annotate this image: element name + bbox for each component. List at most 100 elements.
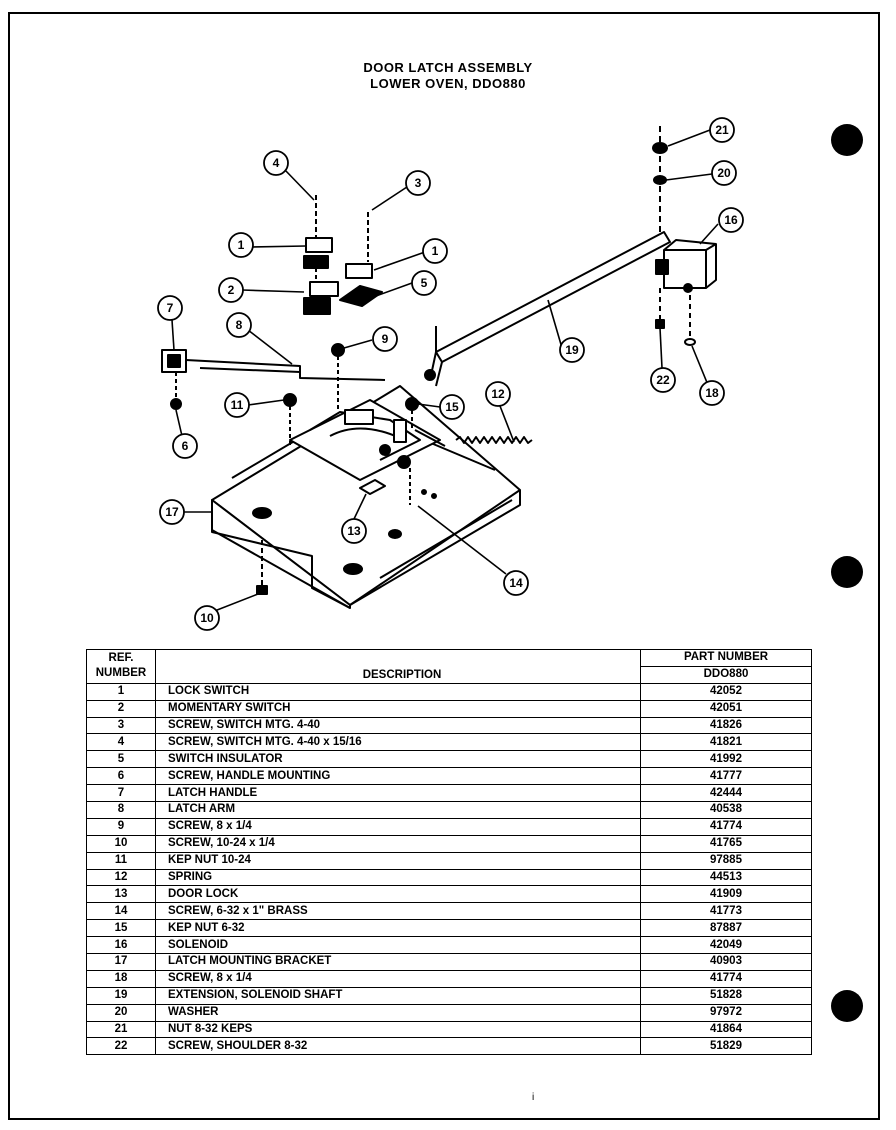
ref-cell: 12 (86, 868, 156, 887)
ref-cell: 10 (86, 834, 156, 853)
ref-header-line1: REF. (108, 652, 134, 665)
description-cell: SCREW, SWITCH MTG. 4-40 x 15/16 (155, 733, 641, 752)
description-cell: WASHER (155, 1003, 641, 1022)
part-number-cell: 87887 (640, 919, 812, 938)
description-cell: NUT 8-32 KEPS (155, 1020, 641, 1039)
ref-cell: 14 (86, 902, 156, 921)
part-number-cell: 97972 (640, 1003, 812, 1022)
ref-cell: 8 (86, 801, 156, 819)
callout-label: 13 (347, 524, 361, 538)
part-number-cell: 41777 (640, 767, 812, 786)
diagram-subtitle: LOWER OVEN, DDO880 (370, 76, 526, 91)
description-header: DESCRIPTION (155, 649, 641, 684)
description-cell: LATCH MOUNTING BRACKET (155, 953, 641, 971)
part-number-cell: 42052 (640, 682, 812, 701)
description-cell: KEP NUT 10-24 (155, 851, 641, 870)
part-number-cell: 44513 (640, 868, 812, 887)
description-cell: SCREW, HANDLE MOUNTING (155, 767, 641, 786)
part-number-cell: 40903 (640, 953, 812, 971)
callout-label: 10 (200, 611, 214, 625)
ref-cell: 4 (86, 733, 156, 752)
solenoid-shaft-extension (424, 231, 671, 387)
description-cell: DOOR LOCK (155, 885, 641, 904)
part-number-cell: 51828 (640, 986, 812, 1005)
callout-label: 22 (656, 373, 670, 387)
callout-bubbles (157, 117, 744, 631)
callout-label: 11 (231, 398, 244, 412)
description-cell: SCREW, 10-24 x 1/4 (155, 834, 641, 853)
callout-label: 19 (565, 343, 579, 357)
description-cell: EXTENSION, SOLENOID SHAFT (155, 986, 641, 1005)
part-number-cell: 41773 (640, 902, 812, 921)
part-number-cell: 42051 (640, 699, 812, 718)
ref-cell: 5 (86, 750, 156, 769)
ref-cell: 3 (86, 716, 156, 735)
ref-cell: 15 (86, 919, 156, 938)
ref-cell: 18 (86, 969, 156, 988)
description-cell: SCREW, 8 x 1/4 (155, 969, 641, 988)
ref-cell: 2 (86, 699, 156, 718)
description-cell: SCREW, SHOULDER 8-32 (155, 1037, 641, 1056)
callout-label: 3 (415, 176, 422, 190)
callout-label: 9 (382, 332, 389, 346)
part-number-cell: 42049 (640, 936, 812, 955)
callout-label: 18 (705, 386, 719, 400)
callout-label: 5 (421, 276, 428, 290)
callout-label: 8 (236, 318, 243, 332)
ref-cell: 1 (86, 682, 156, 701)
part-number-cell: 41821 (640, 733, 812, 752)
description-cell: SCREW, 8 x 1/4 (155, 817, 641, 836)
part-number-cell: 41864 (640, 1020, 812, 1039)
ref-cell: 21 (86, 1020, 156, 1039)
callout-label: 17 (165, 505, 179, 519)
diagram-title: DOOR LATCH ASSEMBLY (363, 60, 533, 75)
ref-number-header: REF. NUMBER (86, 649, 156, 684)
description-cell: SCREW, SWITCH MTG. 4-40 (155, 716, 641, 735)
part-number-cell: 42444 (640, 784, 812, 803)
ref-cell: 20 (86, 1003, 156, 1022)
callout-label: 21 (715, 123, 729, 137)
footer-mark: i (532, 1092, 535, 1103)
exploded-parts-diagram: 4 3 1 1 2 5 7 8 9 11 15 12 19 21 20 16 2… (157, 117, 744, 631)
ref-cell: 16 (86, 936, 156, 955)
description-cell: SOLENOID (155, 936, 641, 955)
callout-label: 14 (509, 576, 523, 590)
ref-cell: 6 (86, 767, 156, 786)
part-number-cell: 41774 (640, 817, 812, 836)
spring (455, 436, 533, 444)
part-number-cell: 41826 (640, 716, 812, 735)
binder-hole (831, 990, 863, 1022)
ref-cell: 13 (86, 885, 156, 904)
part-number-cell: 40538 (640, 801, 812, 819)
description-cell: MOMENTARY SWITCH (155, 699, 641, 718)
ref-cell: 7 (86, 784, 156, 803)
part-number-cell: 41992 (640, 750, 812, 769)
description-cell: SPRING (155, 868, 641, 887)
ref-cell: 9 (86, 817, 156, 836)
ref-cell: 19 (86, 986, 156, 1005)
callout-label: 7 (167, 301, 174, 315)
latch-handle-arm (161, 349, 386, 410)
callout-label: 6 (182, 439, 189, 453)
part-number-cell: 97885 (640, 851, 812, 870)
description-cell: SCREW, 6-32 x 1" BRASS (155, 902, 641, 921)
description-cell: LATCH ARM (155, 801, 641, 819)
model-header: DDO880 (640, 665, 812, 684)
parts-table: REF. NUMBER DESCRIPTION PART NUMBER DDO8… (86, 649, 812, 1056)
solenoid (655, 239, 717, 293)
